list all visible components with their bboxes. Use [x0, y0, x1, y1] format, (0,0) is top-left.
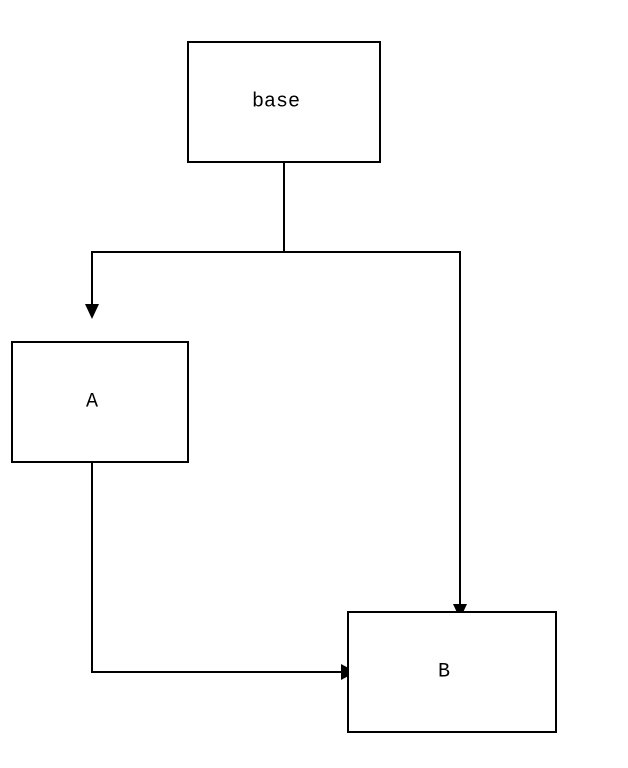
node-base: base	[187, 41, 381, 163]
node-b-box	[347, 611, 557, 733]
edge-base-to-b-line	[284, 251, 461, 604]
edge-a-to-b-line	[91, 462, 341, 673]
edge-base-to-a	[85, 162, 285, 319]
node-a-label: A	[86, 391, 98, 414]
node-base-label: base	[252, 91, 300, 114]
node-a: A	[11, 341, 189, 463]
edge-base-to-b	[284, 251, 467, 619]
node-b: B	[347, 611, 557, 733]
node-base-box	[187, 41, 381, 163]
node-a-box	[11, 341, 189, 463]
node-b-label: B	[438, 661, 450, 684]
edge-a-to-b	[91, 462, 356, 680]
edge-base-to-a-line	[91, 162, 285, 304]
edge-base-to-a-arrowhead	[85, 304, 99, 319]
